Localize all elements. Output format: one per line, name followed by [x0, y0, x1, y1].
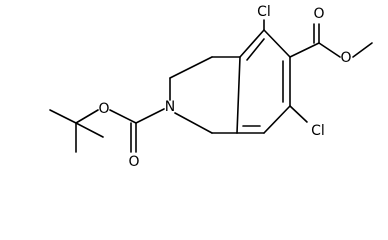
- boc-ether-oxygen-label: O: [98, 101, 109, 117]
- saturated-ring: [169, 56, 241, 134]
- boc-group: [49, 108, 165, 153]
- nitrogen-label: N: [165, 99, 175, 115]
- chlorine-label-top: Cl: [257, 4, 271, 20]
- ester-ether-oxygen-label: O: [340, 50, 351, 66]
- substituents: [263, 19, 373, 123]
- aromatic-ring: [236, 29, 291, 134]
- chemical-structure: Cl Cl N O O O O: [49, 4, 373, 170]
- chlorine-label-right: Cl: [311, 123, 325, 139]
- ester-carbonyl-oxygen-label: O: [313, 6, 324, 22]
- boc-carbonyl-oxygen-label: O: [128, 154, 139, 170]
